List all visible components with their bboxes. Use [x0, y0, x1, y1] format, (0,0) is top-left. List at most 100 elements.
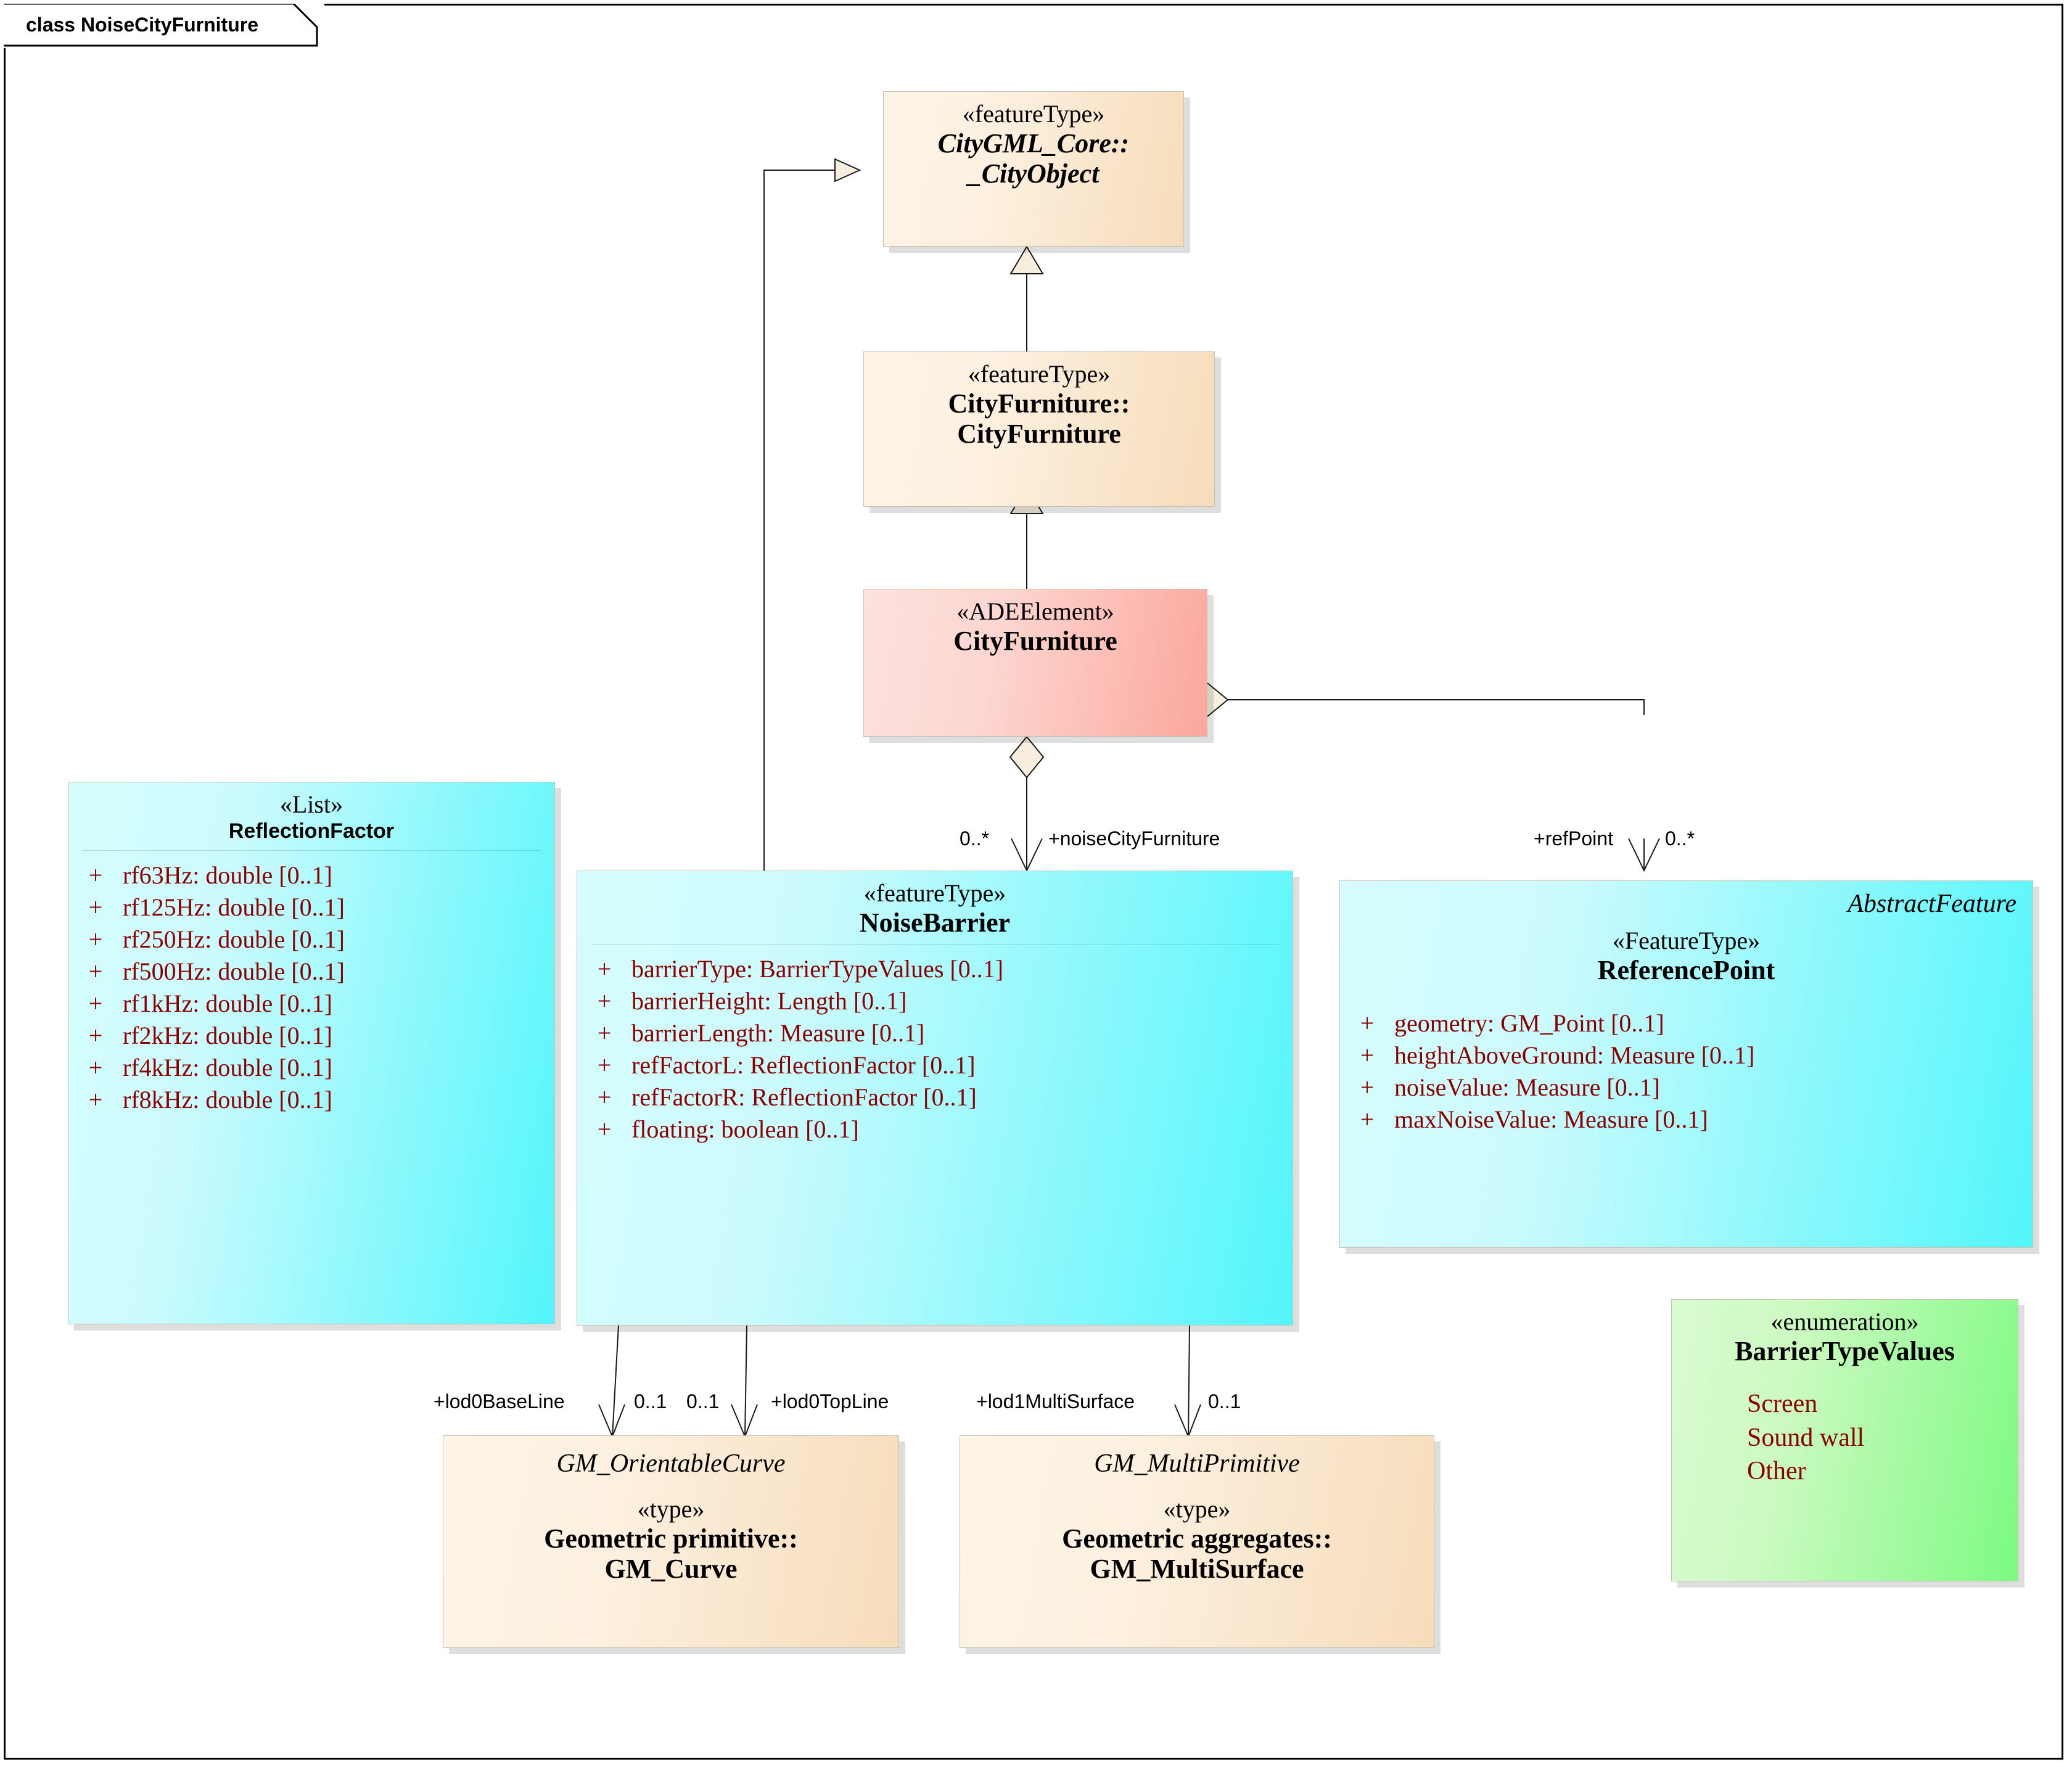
attribute-row: +refFactorL: ReflectionFactor [0..1] [577, 1049, 1293, 1081]
attribute-row: + rf250Hz: double [0..1] [68, 924, 554, 956]
generalization-arrow-noisebarrier-to-cityobject [834, 158, 861, 182]
class-box-cityfurniture-featuretype[interactable]: «featureType» CityFurniture:: CityFurnit… [863, 351, 1215, 507]
assoc-line-lod0topline [744, 1325, 747, 1437]
cityfurniture-ft-stereotype: «featureType» [968, 360, 1111, 388]
attribute-row: +rf500Hz: double [0..1] [68, 956, 554, 988]
class-box-reflectionfactor[interactable]: «List» ReflectionFactor + rf63Hz: double … [68, 782, 555, 1324]
class-box-barriertypevalues[interactable]: «enumeration» BarrierTypeValues Screen S… [1671, 1299, 2018, 1581]
attr-text: geometry: GM_Point [0..1] [1394, 1009, 1664, 1038]
cityobject-name-line1: CityGML_Core:: [937, 128, 1130, 158]
attr-visibility: + [88, 957, 103, 985]
attr-text: rf63Hz: double [0..1] [123, 861, 332, 889]
assoc-arrowhead-lod0topline [731, 1404, 758, 1438]
attribute-row: + barrierHeight: Length [0..1] [577, 985, 1293, 1017]
attr-visibility: + [1360, 1009, 1375, 1038]
gmcurve-supertype: GM_OrientableCurve [556, 1449, 786, 1478]
noisebarrier-stereotype: «featureType» [863, 879, 1006, 907]
cityobject-name-line2: _CityObject [968, 158, 1100, 189]
attr-visibility: + [597, 955, 612, 983]
connector-gap-mask [1643, 715, 1646, 838]
label-noisecityfurniture-role: +noiseCityFurniture [1048, 827, 1220, 850]
attr-visibility: + [88, 1053, 103, 1081]
label-lod0topline-role: +lod0TopLine [771, 1390, 889, 1412]
class-box-gm-multisurface[interactable]: GM_MultiPrimitive «type» Geometric aggre… [960, 1435, 1434, 1648]
gmcurve-name-line2: GM_Curve [604, 1554, 738, 1585]
attr-visibility: + [597, 1019, 612, 1047]
diagram-title-tab: class NoiseCityFurniture [4, 4, 324, 48]
class-box-cityobject[interactable]: «featureType» CityGML_Core:: _CityObject [883, 91, 1184, 247]
attr-visibility: + [88, 893, 103, 921]
attr-text: noiseValue: Measure [0..1] [1394, 1073, 1660, 1102]
attribute-row: + noiseValue: Measure [0..1] [1340, 1072, 2033, 1104]
attr-text: refFactorR: ReflectionFactor [0..1] [631, 1083, 977, 1112]
referencepoint-supertype: AbstractFeature [1848, 890, 2016, 918]
attribute-row: + rf63Hz: double [0..1] [68, 859, 554, 892]
attribute-row: + rf4kHz: double [0..1] [68, 1052, 554, 1084]
assoc-line-lod1multisurface [1188, 1325, 1190, 1437]
attribute-row: +rf8kHz: double [0..1] [68, 1084, 554, 1116]
label-lod0baseline-role: +lod0BaseLine [434, 1390, 565, 1412]
label-lod0baseline-multiplicity: 0..1 [634, 1390, 667, 1412]
attr-text: heightAboveGround: Measure [0..1] [1394, 1041, 1755, 1070]
attr-visibility: + [597, 987, 612, 1015]
attr-text: barrierLength: Measure [0..1] [631, 1019, 925, 1047]
barriertypevalues-stereotype: «enumeration» [1770, 1308, 1919, 1335]
referencepoint-stereotype: «FeatureType» [1612, 927, 1761, 955]
attr-visibility: + [88, 925, 103, 953]
attr-text: rf250Hz: double [0..1] [123, 925, 345, 953]
attr-text: refFactorL: ReflectionFactor [0..1] [631, 1051, 976, 1080]
attr-text: barrierHeight: Length [0..1] [631, 987, 907, 1015]
attr-visibility: + [88, 861, 103, 889]
attribute-row: +rf1kHz: double [0..1] [68, 988, 554, 1020]
aggregation-diamond-noisecityfurniture [1009, 736, 1045, 779]
gmcurve-name-line1: Geometric primitive:: [544, 1523, 798, 1554]
assoc-arrowhead-lod0baseline [598, 1404, 625, 1438]
class-box-cityfurniture-ade[interactable]: «ADEElement» CityFurniture [863, 589, 1207, 737]
enum-literal: Sound wall [1747, 1423, 1865, 1452]
attr-text: rf2kHz: double [0..1] [123, 1021, 332, 1049]
class-box-referencepoint[interactable]: AbstractFeature «FeatureType» ReferenceP… [1339, 880, 2033, 1248]
aggregation-arrowhead-refpoint [1628, 838, 1660, 872]
referencepoint-name: ReferencePoint [1597, 954, 1775, 985]
gmmultisurface-name-line1: Geometric aggregates:: [1062, 1523, 1332, 1554]
gmcurve-stereotype: «type» [637, 1495, 705, 1523]
cityfurniture-ft-name-line2: CityFurniture [957, 419, 1121, 449]
reflectionfactor-stereotype: «List» [279, 790, 343, 818]
attr-text: rf125Hz: double [0..1] [123, 893, 345, 921]
attr-text: rf4kHz: double [0..1] [123, 1053, 332, 1081]
gmmultisurface-supertype: GM_MultiPrimitive [1094, 1449, 1300, 1478]
attribute-row: + rf125Hz: double [0..1] [68, 892, 554, 924]
label-noisecityfurniture-multiplicity: 0..* [960, 827, 990, 850]
tab-shape-icon [4, 4, 318, 47]
assoc-line-lod0baseline [612, 1325, 619, 1437]
attr-visibility: + [88, 1021, 103, 1049]
attr-visibility: + [597, 1083, 612, 1112]
class-box-gm-curve[interactable]: GM_OrientableCurve «type» Geometric prim… [443, 1435, 899, 1648]
referencepoint-attribute-list: + geometry: GM_Point [0..1] + heightAboveG… [1340, 1007, 2033, 1136]
cityfurniture-ade-name: CityFurniture [953, 625, 1117, 656]
barriertypevalues-literal-list: Screen Sound wall Other [1672, 1387, 2018, 1488]
label-refpoint-multiplicity: 0..* [1665, 827, 1695, 850]
barriertypevalues-name: BarrierTypeValues [1735, 1335, 1955, 1366]
attr-visibility: + [1360, 1073, 1375, 1102]
attribute-row: + geometry: GM_Point [0..1] [1340, 1007, 2033, 1039]
class-box-noisebarrier[interactable]: «featureType» NoiseBarrier + barrierType:… [577, 871, 1293, 1326]
cityfurniture-ade-stereotype: «ADEElement» [956, 597, 1114, 625]
attr-visibility: + [88, 989, 103, 1017]
attr-text: floating: boolean [0..1] [631, 1115, 859, 1144]
gmmultisurface-name-line2: GM_MultiSurface [1090, 1554, 1304, 1585]
gmmultisurface-stereotype: «type» [1163, 1495, 1231, 1523]
cityfurniture-ft-name-line1: CityFurniture:: [948, 388, 1130, 419]
noisebarrier-name: NoiseBarrier [859, 907, 1011, 938]
attribute-row: + rf2kHz: double [0..1] [68, 1020, 554, 1052]
attr-text: maxNoiseValue: Measure [0..1] [1394, 1105, 1708, 1134]
assoc-arrowhead-lod1multisurface [1174, 1404, 1201, 1438]
attr-text: barrierType: BarrierTypeValues [0..1] [631, 955, 1004, 983]
attribute-row: + refFactorR: ReflectionFactor [0..1] [577, 1081, 1293, 1113]
label-refpoint-role: +refPoint [1534, 827, 1613, 850]
attr-visibility: + [597, 1115, 612, 1144]
attr-visibility: + [88, 1085, 103, 1113]
reflectionfactor-name: ReflectionFactor [228, 819, 395, 843]
label-lod0topline-multiplicity: 0..1 [686, 1390, 720, 1412]
